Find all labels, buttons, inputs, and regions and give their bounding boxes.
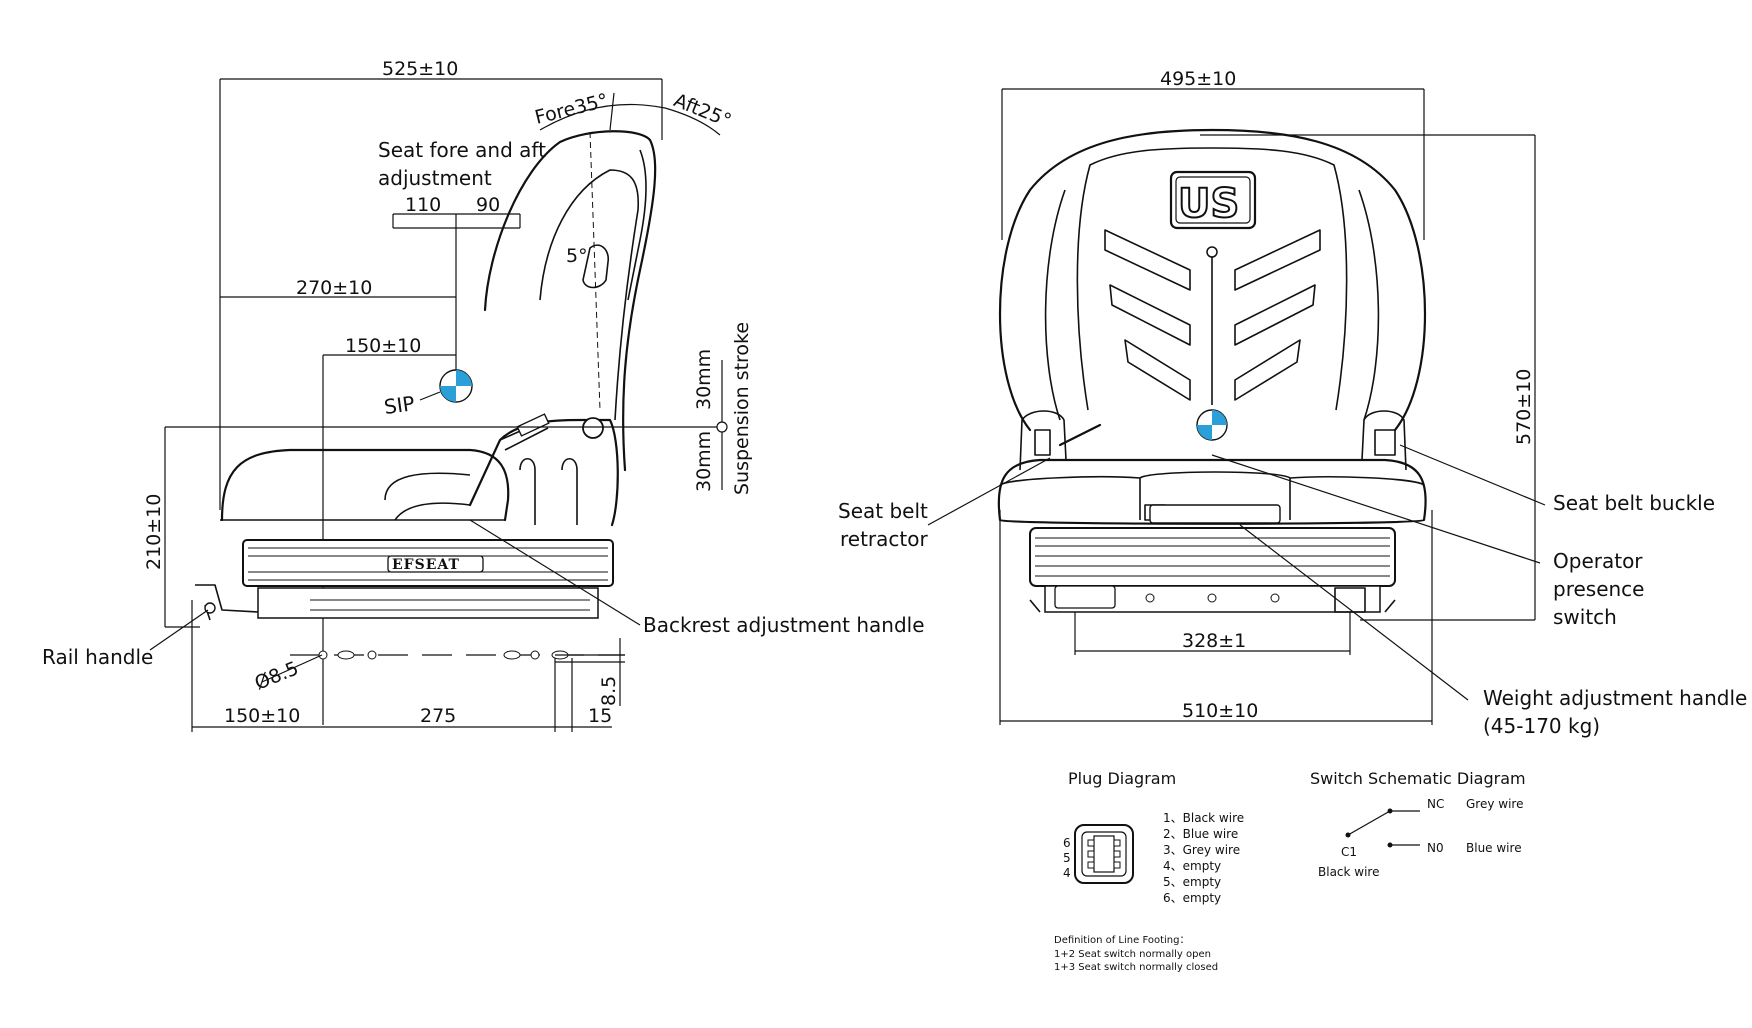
dim-150-top: 150±10 <box>345 335 421 357</box>
switch-no-wire: Blue wire <box>1466 841 1522 855</box>
operator-switch-line1: Operator <box>1553 549 1643 573</box>
stroke-30-top: 30mm <box>693 349 715 410</box>
switch-schematic-title: Switch Schematic Diagram <box>1310 769 1526 788</box>
dim-275: 275 <box>420 705 456 727</box>
plug-pin-6: 6 <box>1063 836 1071 850</box>
dim-side-width: 525±10 <box>382 58 458 80</box>
dim-front-top-width: 495±10 <box>1160 68 1236 90</box>
wire-2: 2、Blue wire <box>1163 827 1238 841</box>
suspension-stroke-label: Suspension stroke <box>731 322 753 495</box>
angle-aft: Aft25° <box>671 89 735 132</box>
brand-label: EFSEAT <box>392 557 460 573</box>
switch-c1: C1 <box>1341 845 1357 859</box>
switch-nc-wire: Grey wire <box>1466 797 1523 811</box>
line-footing: Definition of Line Footing： 1+2 Seat swi… <box>1054 935 1218 973</box>
switch-no: N0 <box>1427 841 1444 855</box>
line-footing-title: Definition of Line Footing： <box>1054 935 1189 946</box>
wire-6: 6、empty <box>1163 891 1221 905</box>
wire-3: 3、Grey wire <box>1163 843 1240 857</box>
line-footing-2: 1+3 Seat switch normally closed <box>1054 962 1218 973</box>
line-footing-1: 1+2 Seat switch normally open <box>1054 949 1211 960</box>
seat-belt-retractor-line2: retractor <box>840 527 928 551</box>
stroke-30-bottom: 30mm <box>693 431 715 492</box>
dim-210: 210±10 <box>143 494 165 570</box>
plug-diagram: Plug Diagram 6 5 4 1、Black wire 2、Blue w… <box>1063 769 1244 905</box>
wire-4: 4、empty <box>1163 859 1221 873</box>
dim-15: 15 <box>588 705 612 727</box>
angle-fore: Fore35° <box>533 90 611 129</box>
weight-handle-line1: Weight adjustment handle <box>1483 686 1747 710</box>
angle-5: 5° <box>566 245 588 267</box>
seat-belt-retractor-line1: Seat belt <box>838 499 928 523</box>
wire-5: 5、empty <box>1163 875 1221 889</box>
seat-belt-buckle-label: Seat belt buckle <box>1553 491 1715 515</box>
sip-label: SIP <box>382 391 416 419</box>
dim-270: 270±10 <box>296 277 372 299</box>
rail-handle-label: Rail handle <box>42 645 153 669</box>
operator-switch-line3: switch <box>1553 605 1617 629</box>
dim-150-bottom: 150±10 <box>224 705 300 727</box>
hole-diameter: Ø8.5 <box>252 657 302 694</box>
dim-8-5: 8.5 <box>598 676 620 706</box>
backrest-handle-label: Backrest adjustment handle <box>643 613 925 637</box>
plug-pin-5: 5 <box>1063 851 1071 865</box>
weight-handle-line2: (45-170 kg) <box>1483 714 1600 738</box>
wire-1: 1、Black wire <box>1163 811 1244 825</box>
operator-switch-line2: presence <box>1553 577 1644 601</box>
fore-aft-label-line1: Seat fore and aft <box>378 138 546 162</box>
switch-nc: NC <box>1427 797 1444 811</box>
dim-90: 90 <box>476 194 500 216</box>
dim-front-height: 570±10 <box>1513 369 1535 445</box>
dim-110: 110 <box>405 194 441 216</box>
us-logo: US <box>1178 181 1239 227</box>
front-view: 495±10 570±10 US <box>838 68 1747 738</box>
plug-diagram-title: Plug Diagram <box>1068 769 1176 788</box>
dim-front-bottom-width: 510±10 <box>1182 700 1258 722</box>
dim-328: 328±1 <box>1182 630 1246 652</box>
switch-schematic: Switch Schematic Diagram NC Grey wire N0… <box>1310 769 1526 879</box>
fore-aft-label-line2: adjustment <box>378 166 492 190</box>
switch-c1-wire: Black wire <box>1318 865 1379 879</box>
side-view: 525±10 Fore35° Aft25° Seat fore and aft … <box>42 58 925 732</box>
plug-pin-4: 4 <box>1063 866 1071 880</box>
